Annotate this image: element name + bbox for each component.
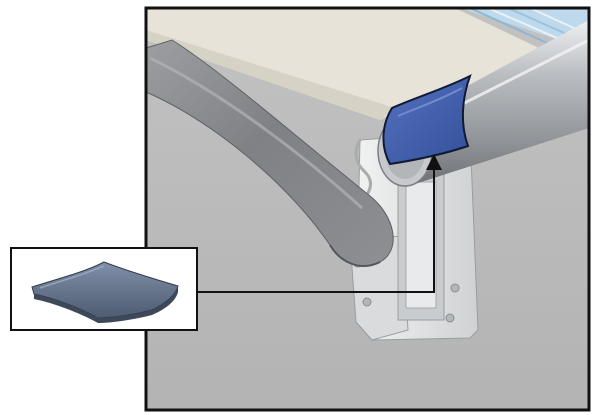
cassette-top-shade xyxy=(146,30,395,120)
pointer-arrow xyxy=(197,154,442,293)
illustration-frame xyxy=(144,6,591,412)
inset-callout xyxy=(10,247,198,331)
main-illustration xyxy=(144,6,591,412)
cassette-top-surface xyxy=(146,8,560,120)
highlighted-pad-icon xyxy=(382,73,472,166)
curved-pad-icon xyxy=(31,261,179,323)
folding-arm xyxy=(145,39,394,267)
arrow-up-icon xyxy=(426,154,442,170)
